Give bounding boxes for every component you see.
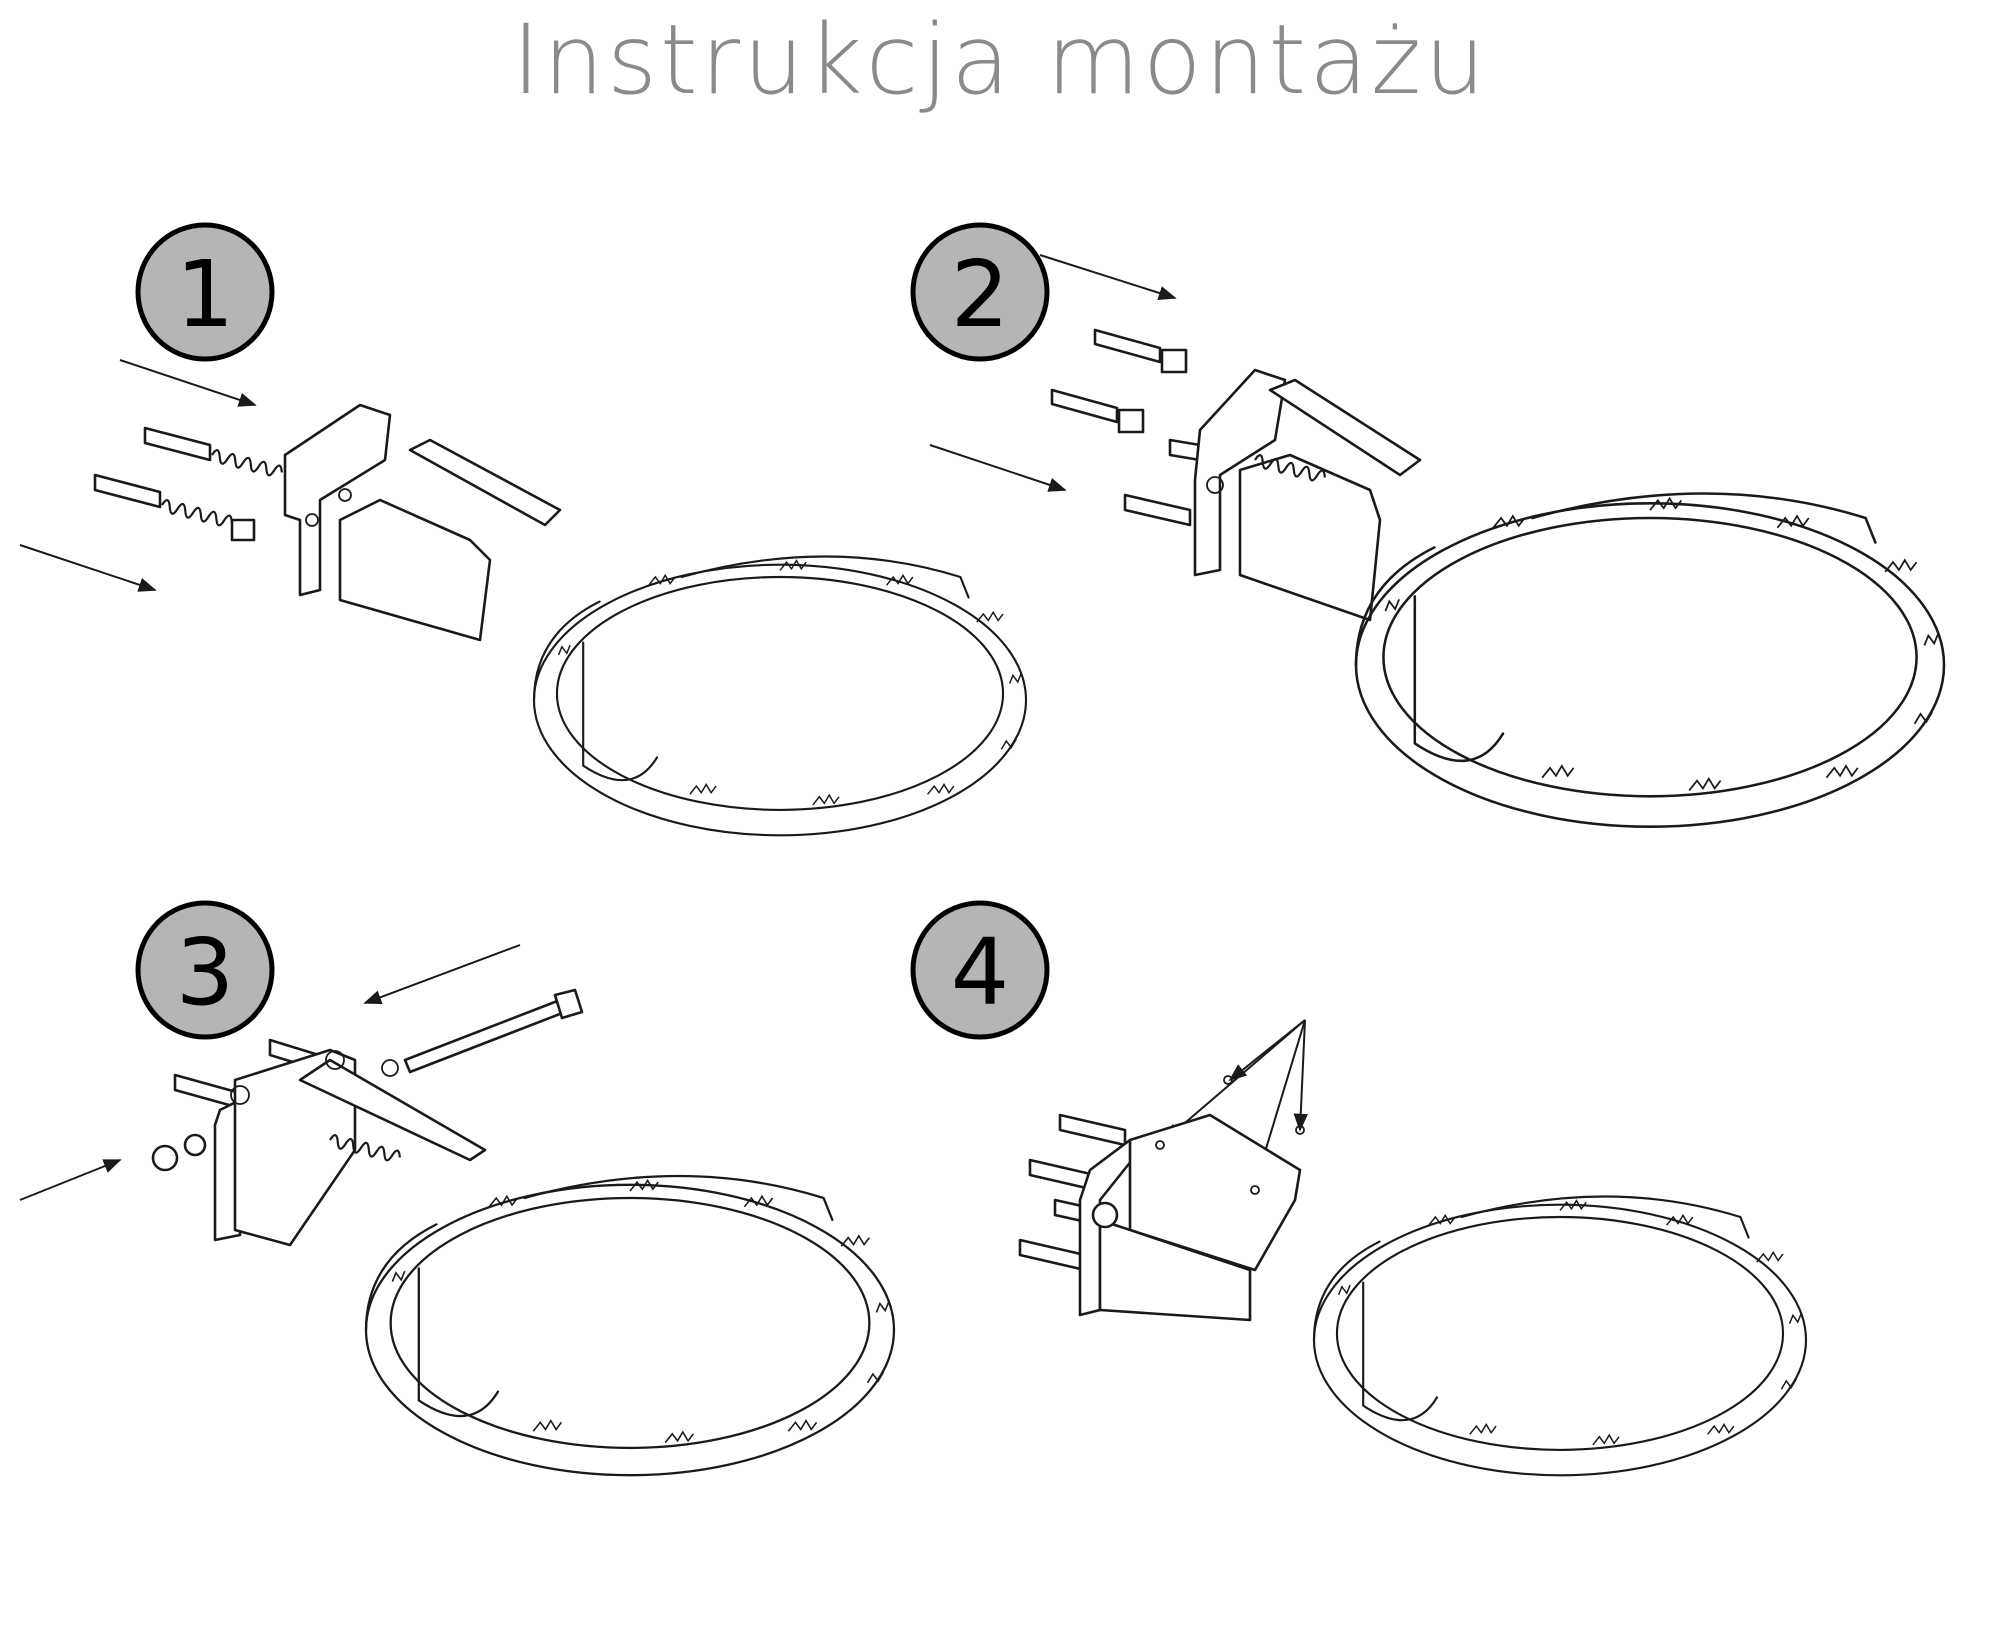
step-3-illustration: 3 xyxy=(19,900,896,1477)
arrow-icon xyxy=(363,944,521,1005)
ring-2 xyxy=(1354,492,1946,828)
mounting-bracket-installed xyxy=(1123,368,1422,622)
step-3-badge xyxy=(135,900,275,1040)
anchor-bolt-upper xyxy=(143,426,285,480)
step-4-illustration: 4 xyxy=(910,900,1808,1477)
anchor-bolt-lower xyxy=(93,473,256,542)
through-bolt xyxy=(381,988,584,1077)
mounting-bracket xyxy=(283,403,562,642)
step-2-illustration: 2 xyxy=(910,222,1946,828)
step-1-number: 1 xyxy=(176,241,235,348)
step-3-number: 3 xyxy=(176,919,235,1026)
arrow-icon xyxy=(929,444,1067,492)
step-4-badge xyxy=(910,900,1050,1040)
arrow-icon xyxy=(119,359,257,407)
step-2-number: 2 xyxy=(951,241,1010,348)
mounting-bracket-assembled xyxy=(173,1038,487,1247)
ring-3 xyxy=(364,1174,896,1477)
step-4-number: 4 xyxy=(951,919,1010,1026)
bracket-with-cover xyxy=(1018,1075,1305,1322)
ring-4 xyxy=(1312,1195,1808,1477)
arrow-icon xyxy=(19,1159,122,1201)
anchor-bolt-with-nut-lower xyxy=(1050,388,1145,434)
arrow-icon xyxy=(19,544,157,592)
page-title: Instrukcja montażu xyxy=(511,4,1489,116)
anchor-bolt-with-nut-upper xyxy=(1093,328,1188,374)
step-1-illustration: 1 xyxy=(19,222,1028,837)
step-1-badge xyxy=(135,222,275,362)
step-2-badge xyxy=(910,222,1050,362)
arrow-icon xyxy=(1039,254,1177,300)
nut-and-washer xyxy=(151,1133,207,1172)
ring-1 xyxy=(532,555,1028,837)
